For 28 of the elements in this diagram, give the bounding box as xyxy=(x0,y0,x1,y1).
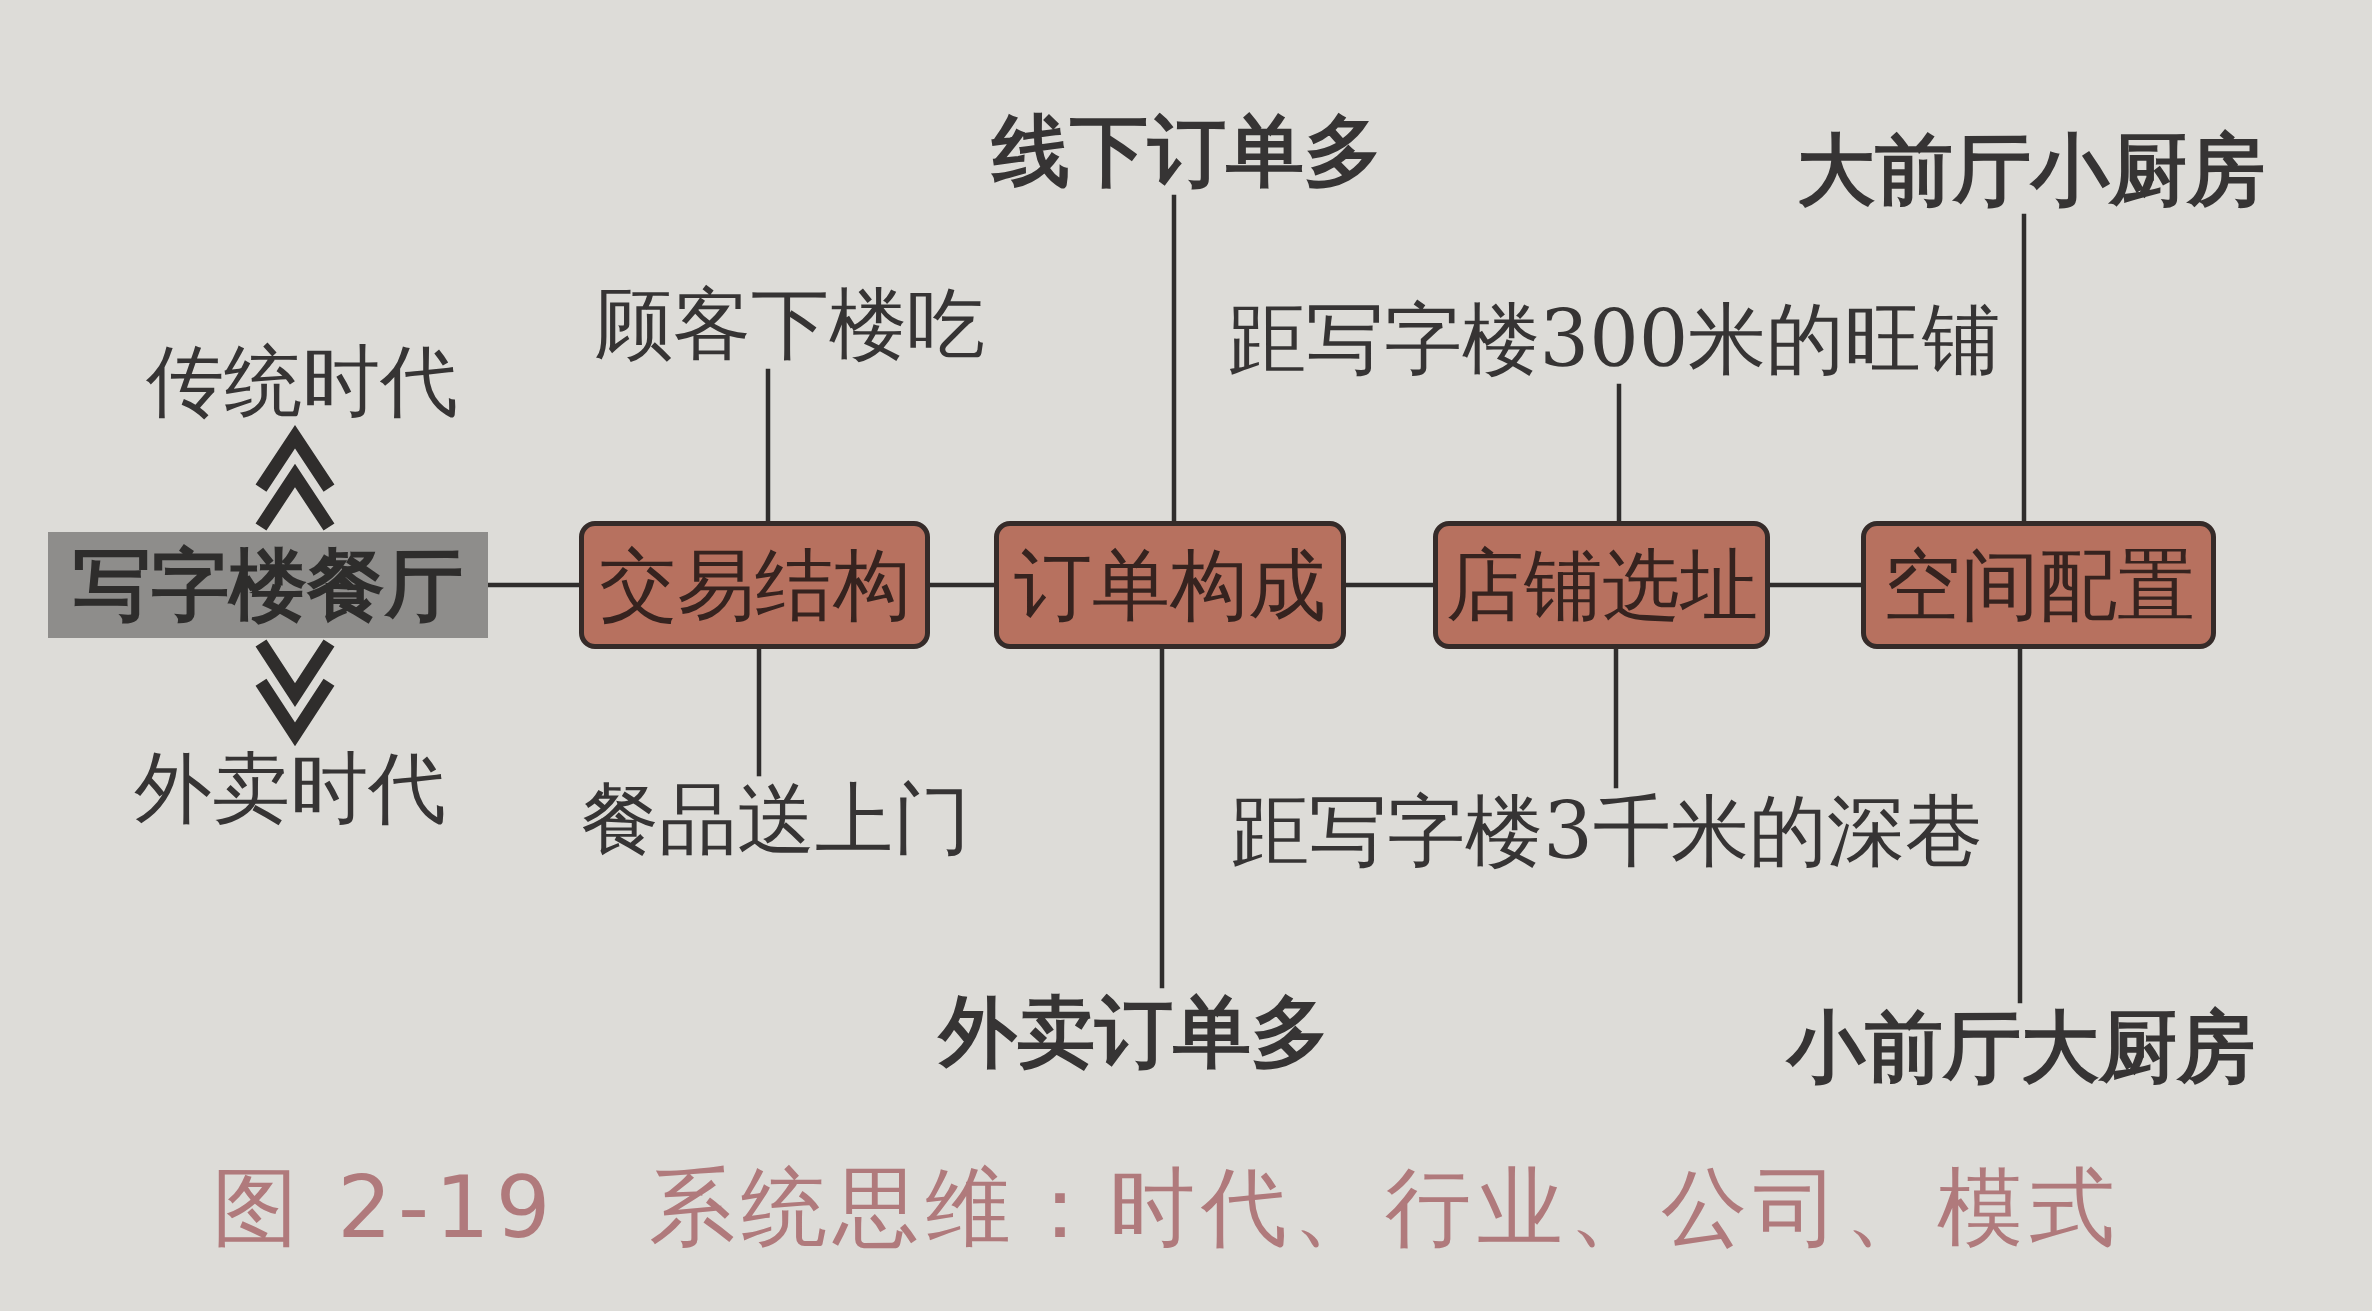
text-label: 大前厅小厨房 xyxy=(1797,126,2265,214)
connector-line xyxy=(1171,194,1177,521)
connector-line xyxy=(1770,582,1861,588)
highlight-box: 写字楼餐厅 xyxy=(48,532,488,638)
connector-line xyxy=(1616,383,1622,521)
connector-line xyxy=(930,582,994,588)
connector-line xyxy=(1613,649,1619,789)
connector-line xyxy=(765,368,771,521)
connector-line xyxy=(2017,649,2023,1004)
process-box: 空间配置 xyxy=(1861,521,2216,649)
process-box: 交易结构 xyxy=(579,521,930,649)
text-label: 小前厅大厨房 xyxy=(1787,1003,2255,1091)
text-label: 外卖订单多 xyxy=(939,988,1329,1076)
text-label: 餐品送上门 xyxy=(581,776,971,864)
connector-line xyxy=(756,649,762,777)
text-label: 传统时代 xyxy=(146,338,458,426)
connector-line xyxy=(488,582,579,588)
text-label: 线下订单多 xyxy=(992,107,1382,195)
process-box: 订单构成 xyxy=(994,521,1346,649)
connector-line xyxy=(1159,649,1165,989)
figure-caption: 图 2-19 系统思维：时代、行业、公司、模式 xyxy=(212,1158,2121,1257)
process-box: 店铺选址 xyxy=(1433,521,1770,649)
connector-line xyxy=(2021,213,2027,521)
connector-line xyxy=(1346,582,1433,588)
text-label: 距写字楼3千米的深巷 xyxy=(1231,788,1983,876)
text-label: 顾客下楼吃 xyxy=(595,281,985,369)
text-label: 距写字楼300米的旺铺 xyxy=(1227,296,2001,384)
text-label: 外卖时代 xyxy=(134,745,446,833)
